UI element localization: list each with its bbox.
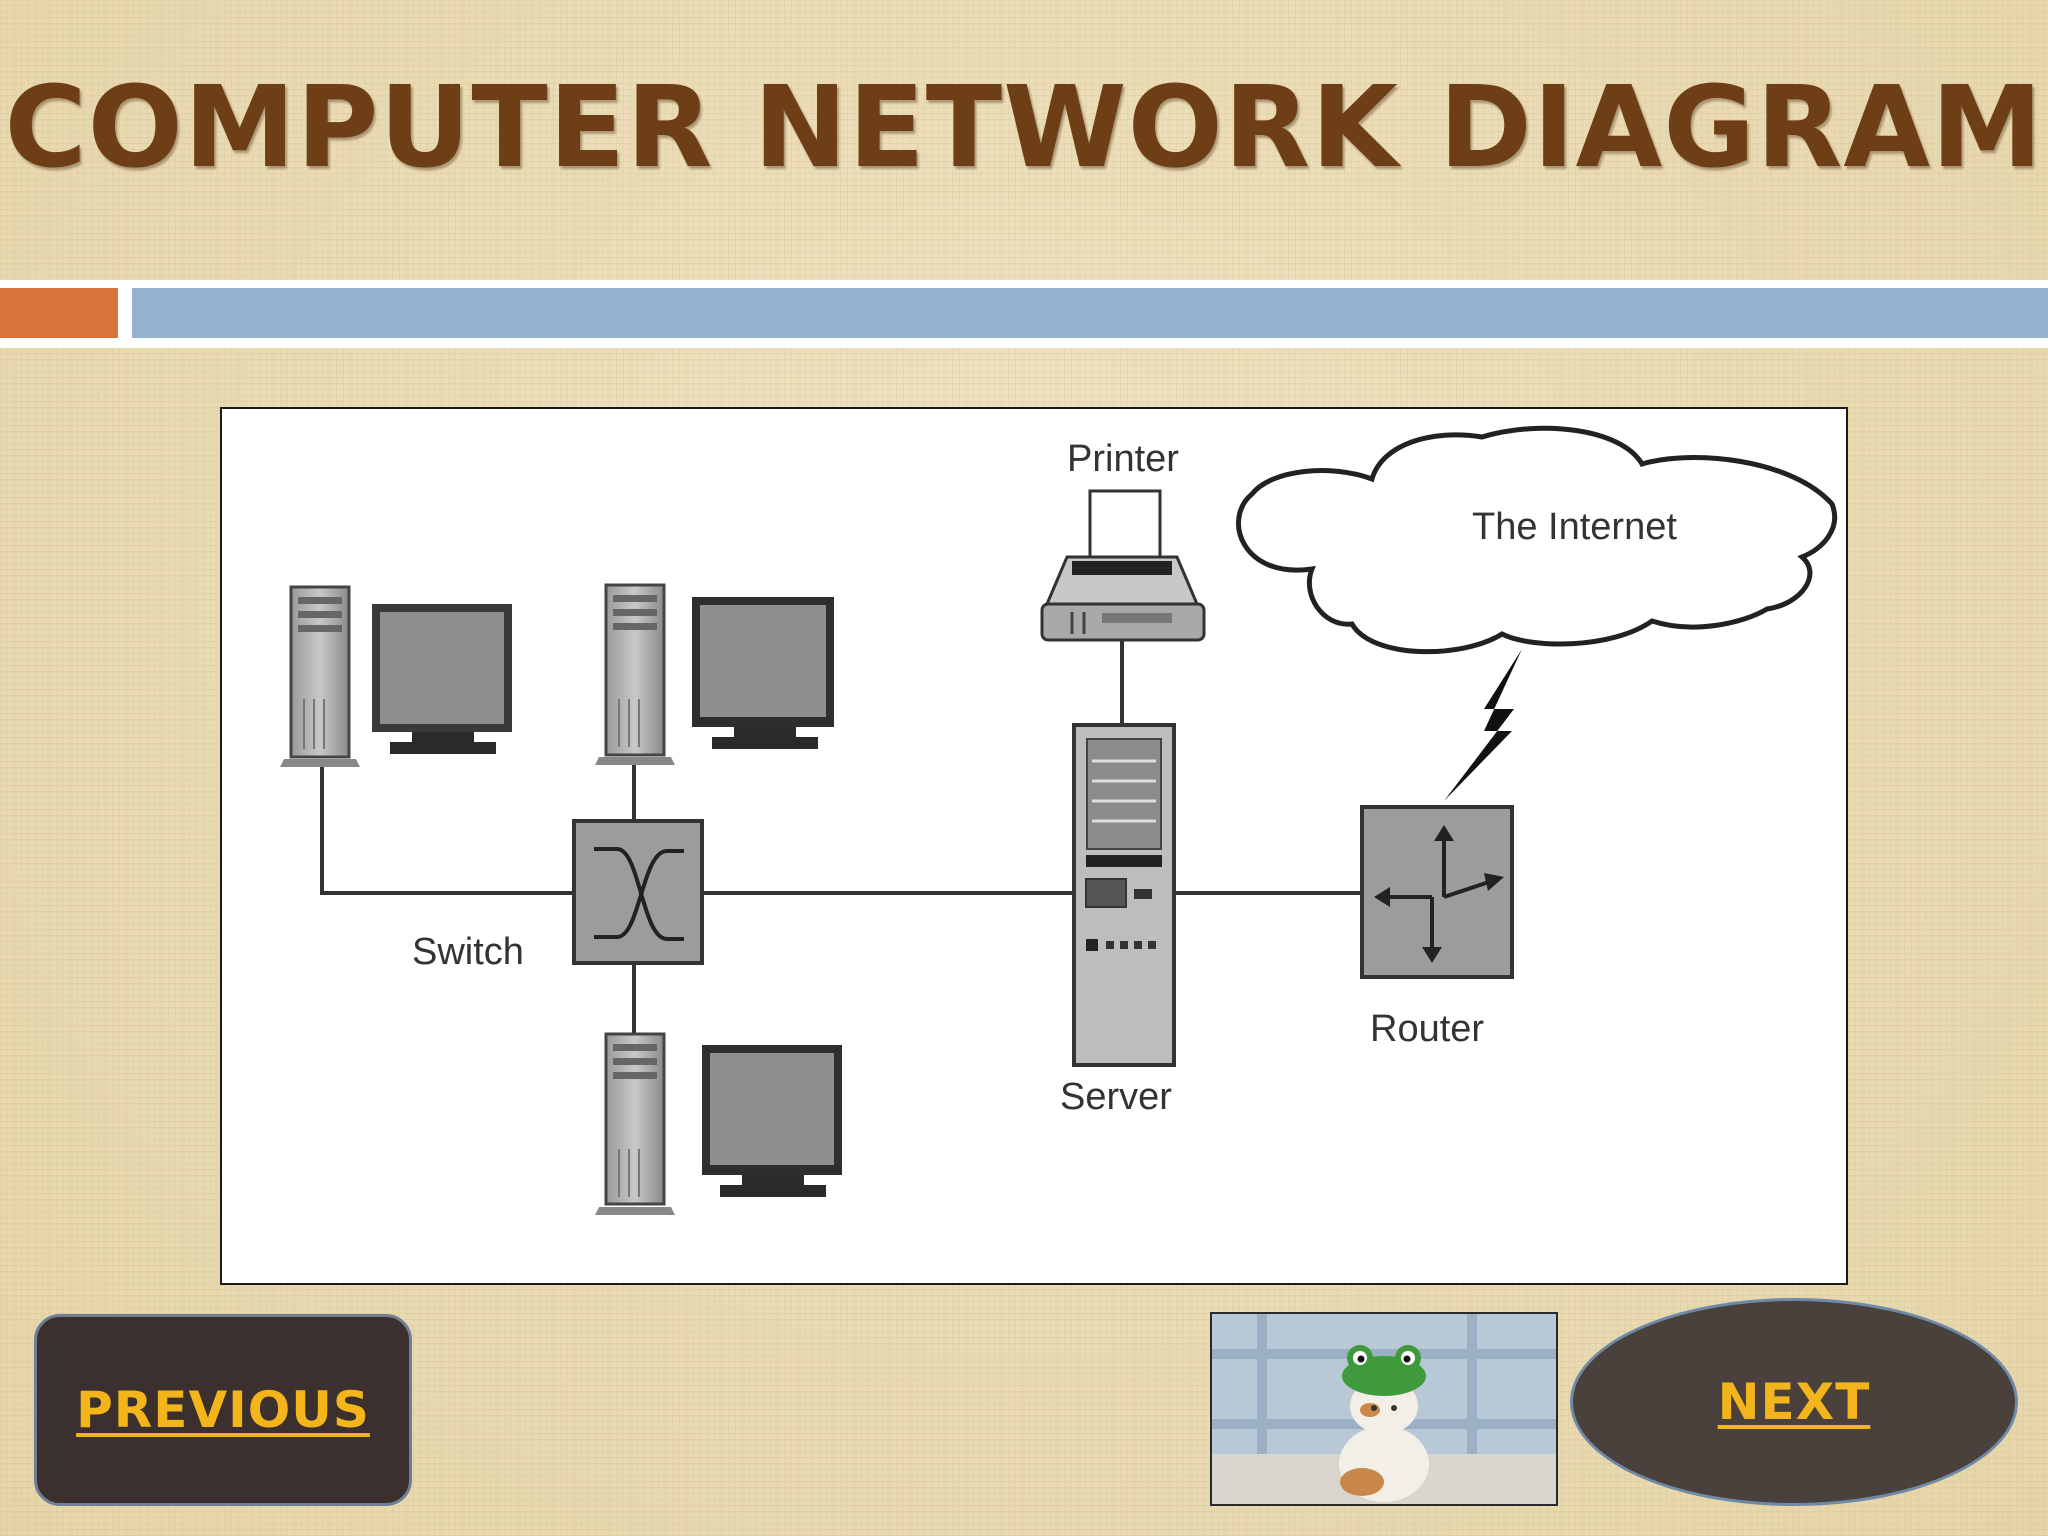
server-icon — [1072, 723, 1176, 1067]
header-accent-blue — [132, 288, 2048, 338]
router-label: Router — [1370, 1008, 1484, 1050]
switch-label: Switch — [412, 931, 524, 973]
server-label: Server — [1060, 1076, 1172, 1118]
computer-tower-icon — [595, 1032, 675, 1215]
workstation-bottom-center — [595, 1032, 842, 1215]
internet-cloud-icon — [1236, 425, 1838, 655]
computer-tower-icon — [280, 585, 360, 767]
workstation-top-center — [595, 583, 834, 765]
slide-title: COMPUTER NETWORK DIAGRAM — [4, 63, 2044, 193]
monitor-icon — [692, 597, 834, 749]
previous-button-label: PREVIOUS — [76, 1381, 370, 1439]
monitor-icon — [372, 604, 512, 754]
previous-button[interactable]: PREVIOUS — [34, 1314, 412, 1506]
network-diagram: Switch Printer — [220, 407, 1848, 1285]
monitor-icon — [702, 1045, 842, 1197]
internet-label: The Internet — [1472, 506, 1677, 548]
next-button-label: NEXT — [1717, 1373, 1871, 1431]
printer-icon — [1040, 489, 1206, 642]
lightning-bolt-icon — [1444, 649, 1522, 801]
cat-in-frog-hat-photo — [1210, 1312, 1558, 1506]
computer-tower-icon — [595, 583, 675, 765]
switch-icon — [572, 819, 704, 965]
printer-label: Printer — [1067, 438, 1179, 480]
next-button[interactable]: NEXT — [1570, 1298, 2018, 1506]
workstation-top-left — [280, 585, 512, 767]
header-accent-orange — [0, 288, 118, 338]
router-icon — [1360, 805, 1514, 979]
